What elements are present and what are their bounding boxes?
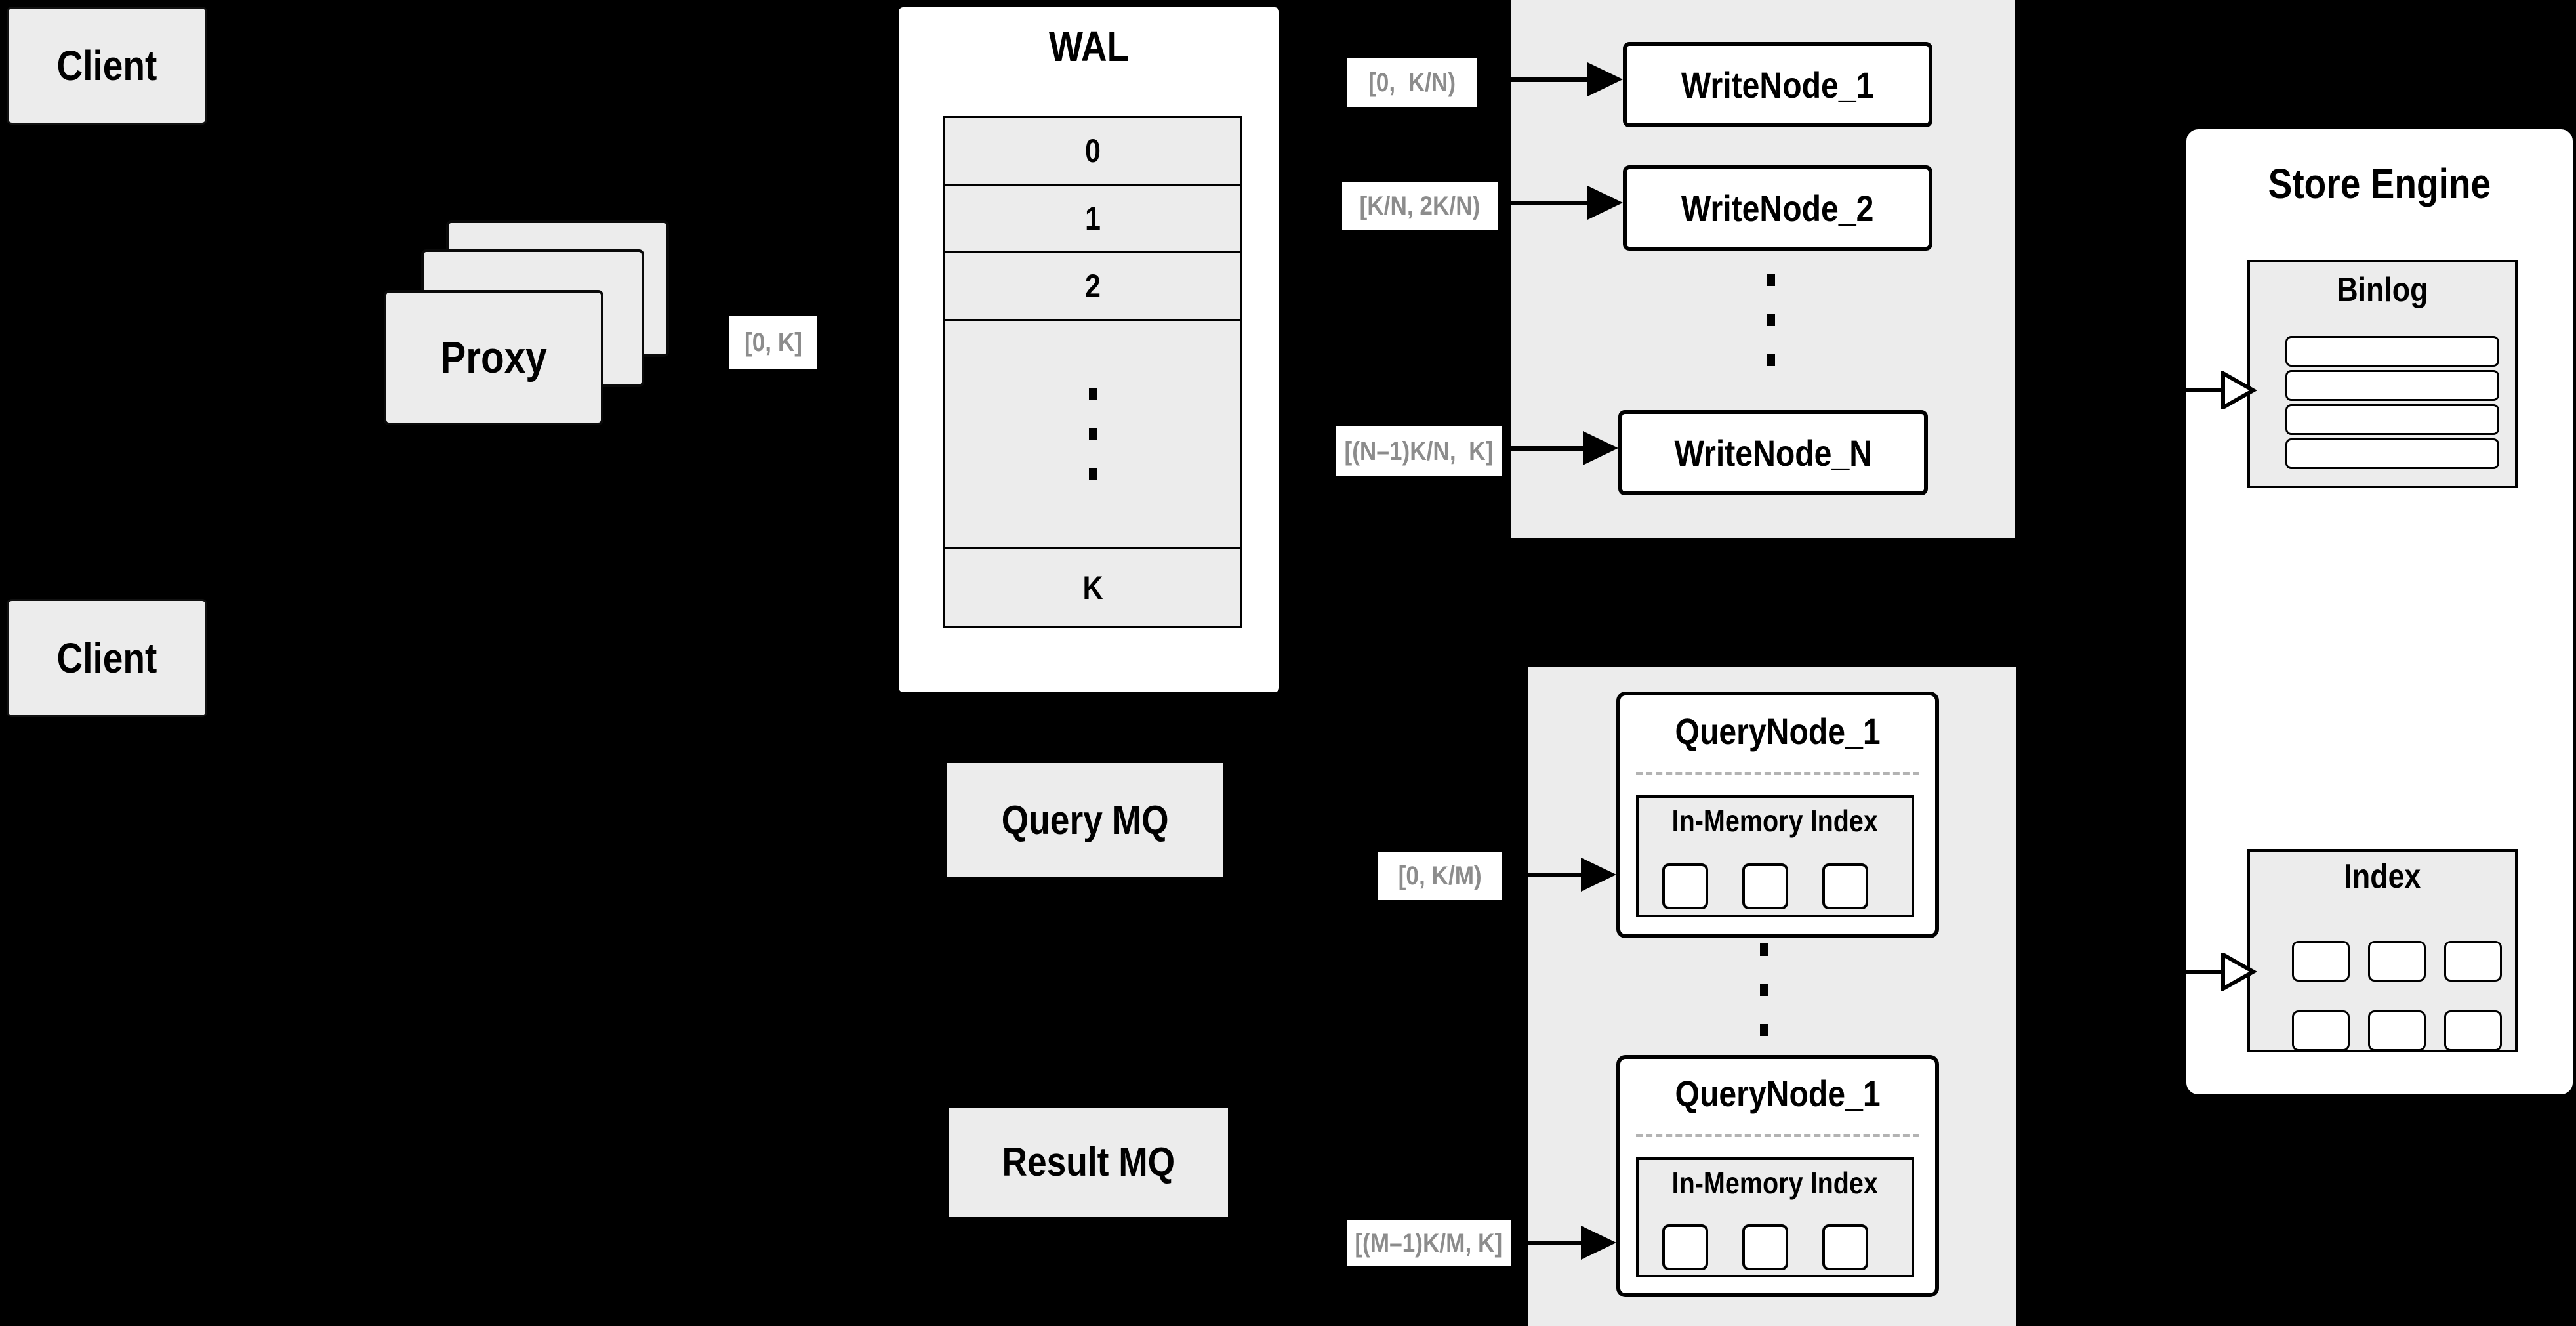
query-node-1-inmemory-title: In-Memory Index xyxy=(1671,804,1879,838)
range-label-query-1: [0, K/M) xyxy=(1378,852,1502,900)
query-node-1-inmemory-title-row: In-Memory Index xyxy=(1636,803,1914,839)
query-mq-box: Query MQ xyxy=(945,761,1225,879)
arrowhead-querynode-2 xyxy=(1581,1226,1616,1260)
range-label-0-k: [0, K] xyxy=(729,316,817,369)
query-mq-label: Query MQ xyxy=(1001,797,1169,843)
ellipsis-dot xyxy=(1088,468,1097,480)
query-node-2-inmemory-title: In-Memory Index xyxy=(1671,1166,1879,1200)
ellipsis-dot xyxy=(1766,274,1775,286)
index-cell xyxy=(2292,941,2350,982)
wal-row-1: 1 xyxy=(945,186,1240,253)
query-node-2-title: QueryNode_1 xyxy=(1675,1072,1881,1114)
ellipsis-dot xyxy=(1759,984,1768,996)
binlog-row xyxy=(2285,404,2499,435)
result-mq-label: Result MQ xyxy=(1002,1140,1175,1185)
arrow-line-writenode-n xyxy=(1502,446,1584,451)
client-bottom-label: Client xyxy=(56,634,157,682)
write-node-n-box: WriteNode_N xyxy=(1618,410,1928,495)
write-node-2-box: WriteNode_2 xyxy=(1623,165,1932,251)
write-node-n-label: WriteNode_N xyxy=(1674,432,1872,474)
client-box-bottom: Client xyxy=(7,599,207,717)
write-node-2-label: WriteNode_2 xyxy=(1681,187,1874,229)
binlog-row xyxy=(2285,438,2499,469)
arrowhead-writenode-1 xyxy=(1587,62,1623,96)
arrowhead-open-binlog xyxy=(2221,371,2257,409)
index-title: Index xyxy=(2344,858,2421,896)
inmemory-segment xyxy=(1742,1224,1788,1270)
index-cell xyxy=(2368,941,2426,982)
ellipsis-dot xyxy=(1759,1024,1768,1036)
result-mq-box: Result MQ xyxy=(947,1106,1230,1219)
ellipsis-dot xyxy=(1766,314,1775,326)
index-cell xyxy=(2368,1010,2426,1051)
write-node-ellipsis xyxy=(1765,272,1776,367)
ellipsis-dot xyxy=(1766,354,1775,366)
arrowhead-open-index xyxy=(2221,953,2257,991)
arrow-line-index xyxy=(2186,970,2224,974)
query-node-ellipsis xyxy=(1758,942,1770,1037)
index-cell xyxy=(2444,1010,2502,1051)
binlog-title-row: Binlog xyxy=(2247,270,2518,310)
arrow-line-querynode-2 xyxy=(1512,1241,1584,1245)
ellipsis-dot xyxy=(1759,943,1768,956)
wal-ellipsis-cell xyxy=(945,321,1240,549)
range-label-write-2-text: [K/N, 2K/N) xyxy=(1359,191,1481,220)
range-label-write-n: [(N–1)K/N, K] xyxy=(1336,426,1502,476)
write-node-1-box: WriteNode_1 xyxy=(1623,42,1932,127)
arrow-line-writenode-1 xyxy=(1477,77,1589,82)
store-engine-title-row: Store Engine xyxy=(2186,157,2573,210)
wal-title: WAL xyxy=(1048,23,1130,70)
binlog-title: Binlog xyxy=(2337,271,2428,309)
index-cell xyxy=(2292,1010,2350,1051)
query-node-1-title: QueryNode_1 xyxy=(1675,710,1881,752)
binlog-row xyxy=(2285,336,2499,367)
query-node-1-divider xyxy=(1636,772,1919,775)
wal-row-2: 2 xyxy=(945,253,1240,321)
arrow-line-binlog xyxy=(2186,388,2224,392)
index-title-row: Index xyxy=(2247,857,2518,896)
range-label-query-1-text: [0, K/M) xyxy=(1398,861,1482,890)
arrow-line-writenode-2 xyxy=(1498,201,1589,205)
range-label-write-n-text: [(N–1)K/N, K] xyxy=(1344,436,1494,466)
proxy-label: Proxy xyxy=(440,333,547,383)
query-node-1-title-row: QueryNode_1 xyxy=(1616,710,1939,752)
range-label-0-k-text: [0, K] xyxy=(745,327,802,357)
write-node-1-label: WriteNode_1 xyxy=(1681,64,1874,106)
wal-row-k: K xyxy=(945,549,1240,626)
range-label-write-2: [K/N, 2K/N) xyxy=(1342,182,1498,230)
wal-row-0: 0 xyxy=(945,118,1240,186)
range-label-write-1: [0, K/N) xyxy=(1347,58,1477,107)
query-node-2-divider xyxy=(1636,1134,1919,1137)
range-label-write-1-text: [0, K/N) xyxy=(1368,68,1456,97)
wal-row-2-label: 2 xyxy=(1085,268,1101,304)
arrowhead-querynode-1 xyxy=(1581,858,1616,892)
wal-log-table: 0 1 2 K xyxy=(943,116,1242,628)
index-cell xyxy=(2444,941,2502,982)
wal-row-k-label: K xyxy=(1082,569,1103,606)
query-node-2-inmemory-title-row: In-Memory Index xyxy=(1636,1165,1914,1201)
wal-row-1-label: 1 xyxy=(1085,200,1101,237)
binlog-row xyxy=(2285,370,2499,401)
ellipsis-dot xyxy=(1088,388,1097,400)
arrow-line-querynode-1 xyxy=(1503,873,1584,877)
range-label-query-m-text: [(M–1)K/M, K] xyxy=(1355,1228,1503,1258)
inmemory-segment xyxy=(1822,1224,1868,1270)
inmemory-segment xyxy=(1662,863,1708,909)
arrowhead-writenode-n xyxy=(1583,431,1618,465)
arrowhead-writenode-2 xyxy=(1587,186,1623,220)
wal-row-0-label: 0 xyxy=(1085,133,1101,169)
client-box-top: Client xyxy=(7,7,207,125)
inmemory-segment xyxy=(1742,863,1788,909)
ellipsis-dot xyxy=(1088,428,1097,440)
range-label-query-m: [(M–1)K/M, K] xyxy=(1347,1220,1511,1266)
store-engine-title: Store Engine xyxy=(2268,160,2491,207)
client-top-label: Client xyxy=(56,42,157,89)
inmemory-segment xyxy=(1662,1224,1708,1270)
wal-title-row: WAL xyxy=(897,23,1281,70)
query-node-2-title-row: QueryNode_1 xyxy=(1616,1072,1939,1114)
proxy-card-front: Proxy xyxy=(384,290,603,425)
inmemory-segment xyxy=(1822,863,1868,909)
